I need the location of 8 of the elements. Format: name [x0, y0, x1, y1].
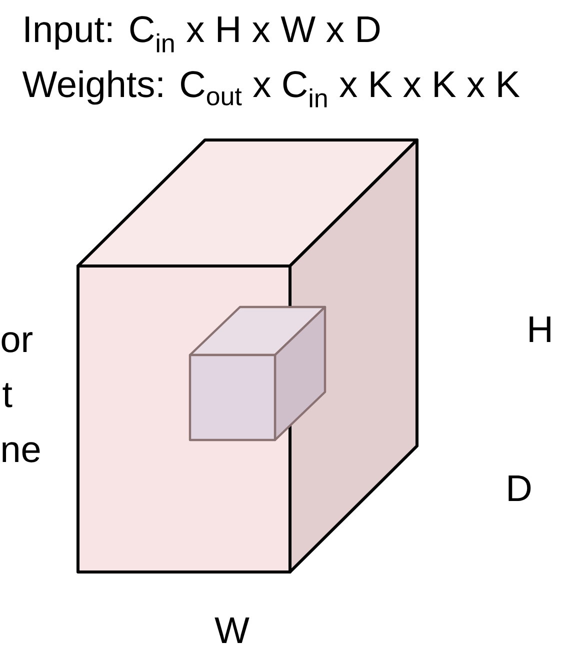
dimension-text: Input: C$_{in}$ x H x W x D	[26, 16, 380, 52]
cut-off-text: or	[2, 332, 32, 352]
cut-off-text: ne	[2, 442, 40, 462]
axis-label: W	[214, 618, 250, 643]
axis-label: H	[530, 316, 550, 342]
axis-label: D	[508, 476, 531, 501]
dimension-text: Weights: C$_{out}$ x C$_{in}$ x K x K x K	[22, 70, 520, 108]
cut-off-text: t	[2, 383, 12, 408]
